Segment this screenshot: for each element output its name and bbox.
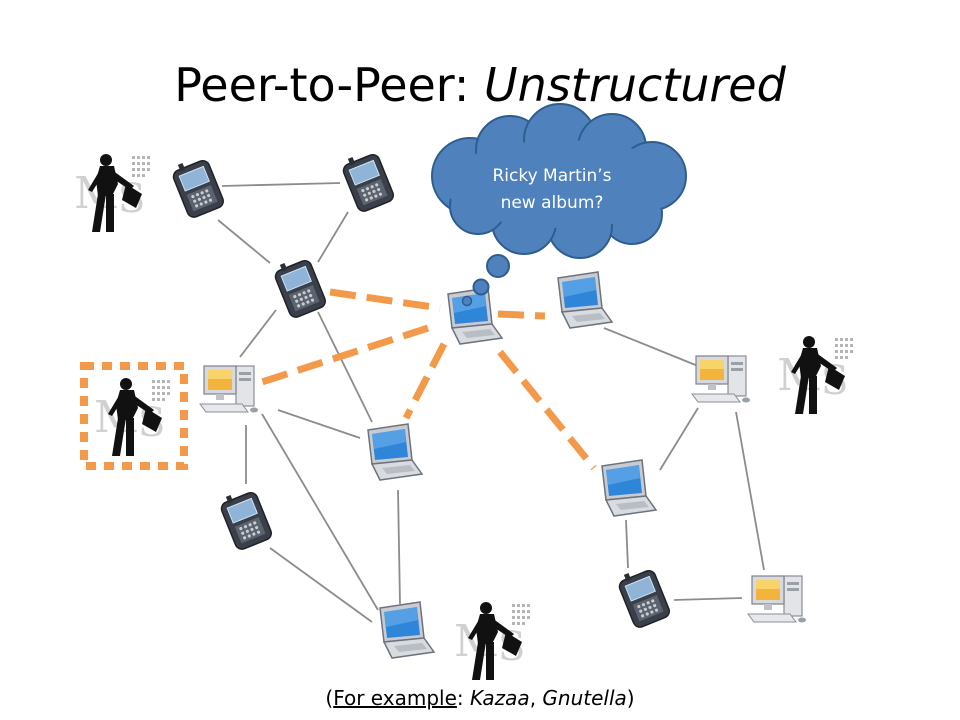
link (269, 547, 373, 623)
slide-title: Peer-to-Peer: Unstructured (0, 58, 960, 112)
link (317, 211, 349, 263)
caption-open: ( (325, 686, 334, 710)
found-file-highlight (80, 362, 188, 470)
laptop-icon (379, 601, 435, 659)
album-cover-icon (452, 598, 534, 680)
pda-icon (614, 563, 673, 630)
link (277, 409, 361, 439)
link (397, 489, 401, 605)
link (625, 519, 629, 569)
laptop-icon (447, 287, 503, 345)
desktop-icon (199, 365, 259, 414)
laptop-icon (367, 423, 423, 481)
pda-icon (168, 153, 227, 220)
link (239, 309, 277, 358)
network-links (217, 182, 765, 623)
album-cover-icon (72, 150, 154, 232)
query-path (402, 342, 448, 420)
bubble-trail-dot (486, 254, 510, 278)
query-path (260, 324, 430, 386)
caption-example-kazaa: Kazaa (470, 686, 530, 710)
desktop-icon (747, 575, 807, 624)
query-path (497, 310, 546, 320)
title-main: Peer-to-Peer: (174, 58, 485, 112)
query-flood-paths (260, 288, 597, 471)
caption-close: ) (626, 686, 635, 710)
link (217, 219, 271, 264)
caption-colon: : (456, 686, 471, 710)
query-thought-bubble: Ricky Martin’s new album? (431, 103, 687, 307)
pda-icon (338, 147, 397, 214)
link (261, 413, 379, 611)
bubble-text-line1: Ricky Martin’s (492, 166, 611, 186)
caption-separator: , (529, 686, 543, 710)
pda-icon (216, 485, 275, 552)
query-path (329, 288, 441, 312)
title-emphasis: Unstructured (484, 58, 786, 112)
link (735, 411, 765, 571)
caption-example-gnutella: Gnutella (542, 686, 627, 710)
desktop-icon (691, 355, 751, 404)
link (659, 407, 699, 471)
laptop-icon (601, 459, 657, 517)
link (603, 327, 699, 367)
album-covers (72, 150, 857, 680)
link (221, 182, 341, 187)
album-cover-icon (92, 374, 174, 456)
caption: (For example: Kazaa, Gnutella) (0, 686, 960, 710)
laptop-icon (557, 271, 613, 329)
album-cover-icon (775, 332, 857, 414)
bubble-text-line2: new album? (501, 193, 604, 213)
bubble-trail-dot (472, 278, 490, 296)
caption-label: For example (333, 686, 457, 710)
link (317, 311, 373, 423)
query-path (497, 349, 597, 471)
bubble-trail-dot (461, 295, 473, 307)
link (673, 597, 743, 601)
pda-icon (270, 253, 329, 320)
